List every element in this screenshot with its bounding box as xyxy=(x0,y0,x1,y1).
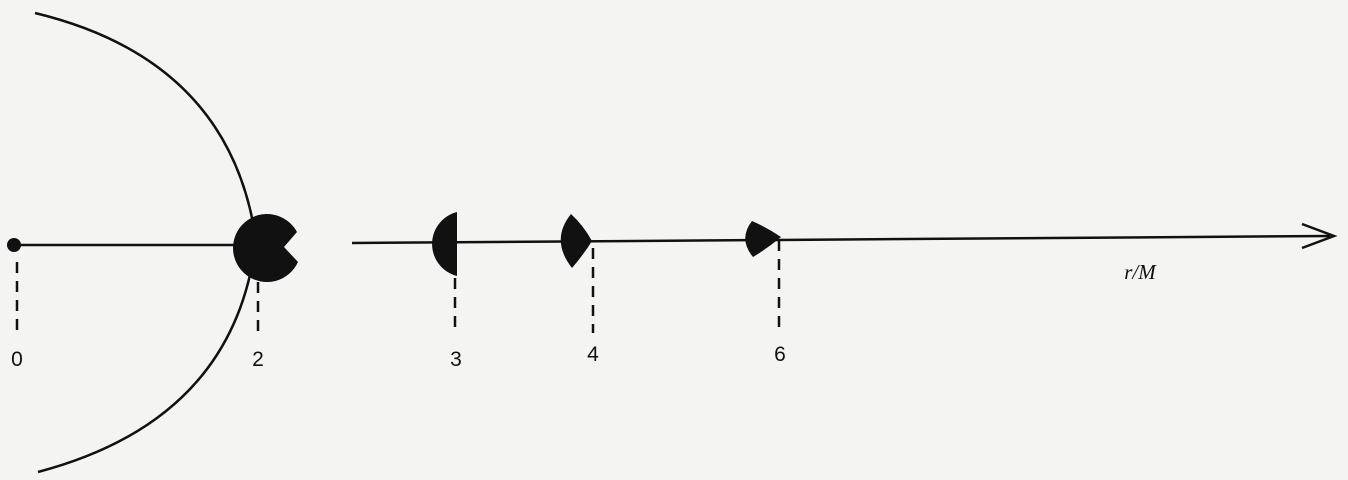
shape-at-r3-half-disk xyxy=(432,212,457,276)
tick-label-0: 0 xyxy=(11,348,23,371)
singularity-point xyxy=(7,238,21,252)
tick-label-4: 4 xyxy=(587,343,599,366)
tick-label-6: 6 xyxy=(774,343,786,366)
horizon-arc xyxy=(34,11,258,474)
shape-at-r2-pacman xyxy=(233,214,298,283)
shape-at-r4-lens xyxy=(560,214,592,268)
axis-arrowhead xyxy=(1301,222,1338,250)
axis-label: r/M xyxy=(1124,260,1157,284)
shape-at-r6-wedge xyxy=(745,221,781,257)
tick-label-2: 2 xyxy=(252,348,264,371)
tick-label-3: 3 xyxy=(450,348,462,371)
radial-axis-line xyxy=(351,234,1331,245)
